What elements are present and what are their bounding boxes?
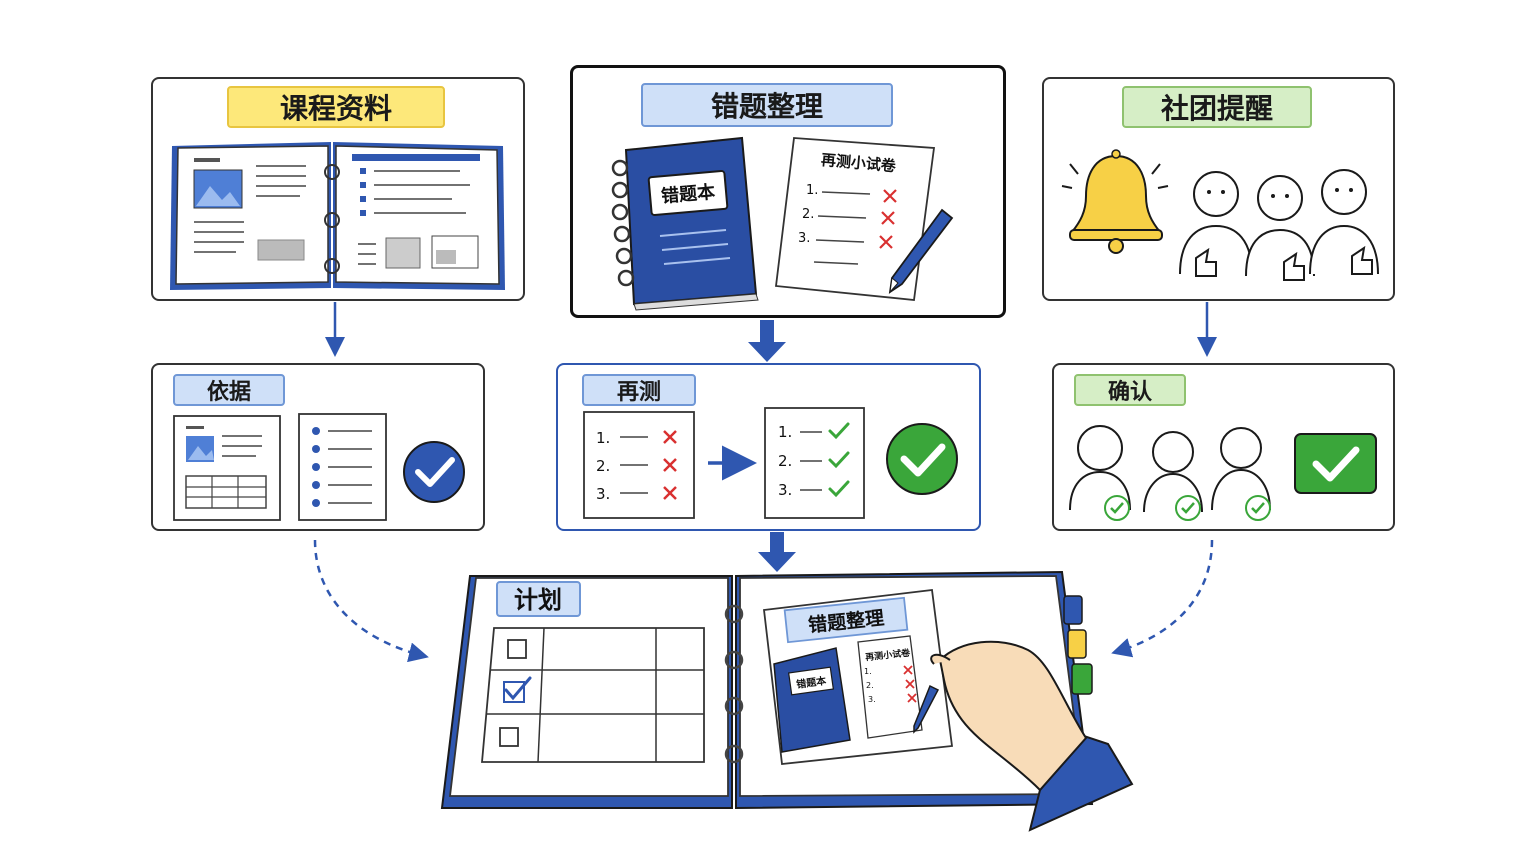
arrow-retest-to-plan: [758, 532, 796, 572]
notebook-label: 错题本: [660, 181, 716, 208]
club-title: 社团提醒: [1122, 86, 1312, 128]
before-item-1: 1.: [596, 429, 610, 447]
green-check-box-icon: [1294, 433, 1377, 494]
checkbox-empty-icon: [499, 727, 519, 747]
arrow-mistakes-to-retest: [748, 320, 786, 362]
plan-title-bg: [496, 581, 581, 617]
materials-title: 课程资料: [227, 86, 445, 128]
cross-mark-icon: [663, 430, 677, 500]
cross-mark-icon: [879, 189, 897, 249]
plan-title: 计划: [514, 586, 562, 614]
blue-check-circle-icon: [403, 441, 465, 503]
open-book-icon: [170, 142, 505, 290]
before-item-3: 3.: [596, 485, 610, 503]
card-quiz-item-1: 1.: [864, 667, 872, 676]
arrow-basis-to-plan: [313, 539, 429, 663]
mistakes-card-icon: [763, 589, 954, 765]
quiz-paper-icon: [774, 137, 936, 301]
retest-title: 再测: [582, 374, 696, 406]
retest-before-sheet: [583, 411, 695, 519]
reference-doc-icon: [173, 415, 281, 521]
hand-holding-pen-icon: [913, 640, 1134, 832]
mistake-notebook-icon: [611, 136, 759, 311]
card-quiz-item-2: 2.: [866, 681, 874, 690]
checkbox-checked-icon: [503, 681, 525, 703]
mistakes-title: 错题整理: [641, 83, 893, 127]
after-item-2: 2.: [778, 452, 792, 470]
bullet-list-icon: [298, 413, 387, 521]
pen-icon: [888, 208, 954, 294]
retest-after-sheet: [764, 407, 865, 519]
card-notebook-label: 错题本: [795, 674, 828, 691]
bell-icon: [1061, 149, 1169, 254]
people-thumbs-up-icon: [1179, 169, 1379, 281]
confirm-check-badges: [1104, 495, 1271, 521]
checkbox-empty-icon: [507, 639, 527, 659]
quiz-item-2: 2.: [802, 207, 814, 222]
after-item-1: 1.: [778, 423, 792, 441]
quiz-item-1: 1.: [806, 183, 818, 198]
quiz-item-3: 3.: [798, 231, 810, 246]
after-item-3: 3.: [778, 481, 792, 499]
check-mark-icon: [828, 422, 850, 498]
confirm-title: 确认: [1074, 374, 1186, 406]
arrow-confirm-to-plan: [1111, 539, 1214, 658]
confirm-people-icon: [1069, 425, 1271, 513]
before-item-2: 2.: [596, 457, 610, 475]
card-quiz-item-3: 3.: [868, 695, 876, 704]
basis-title: 依据: [173, 374, 285, 406]
people-faces: [1207, 188, 1353, 198]
green-check-circle-icon: [886, 423, 958, 495]
